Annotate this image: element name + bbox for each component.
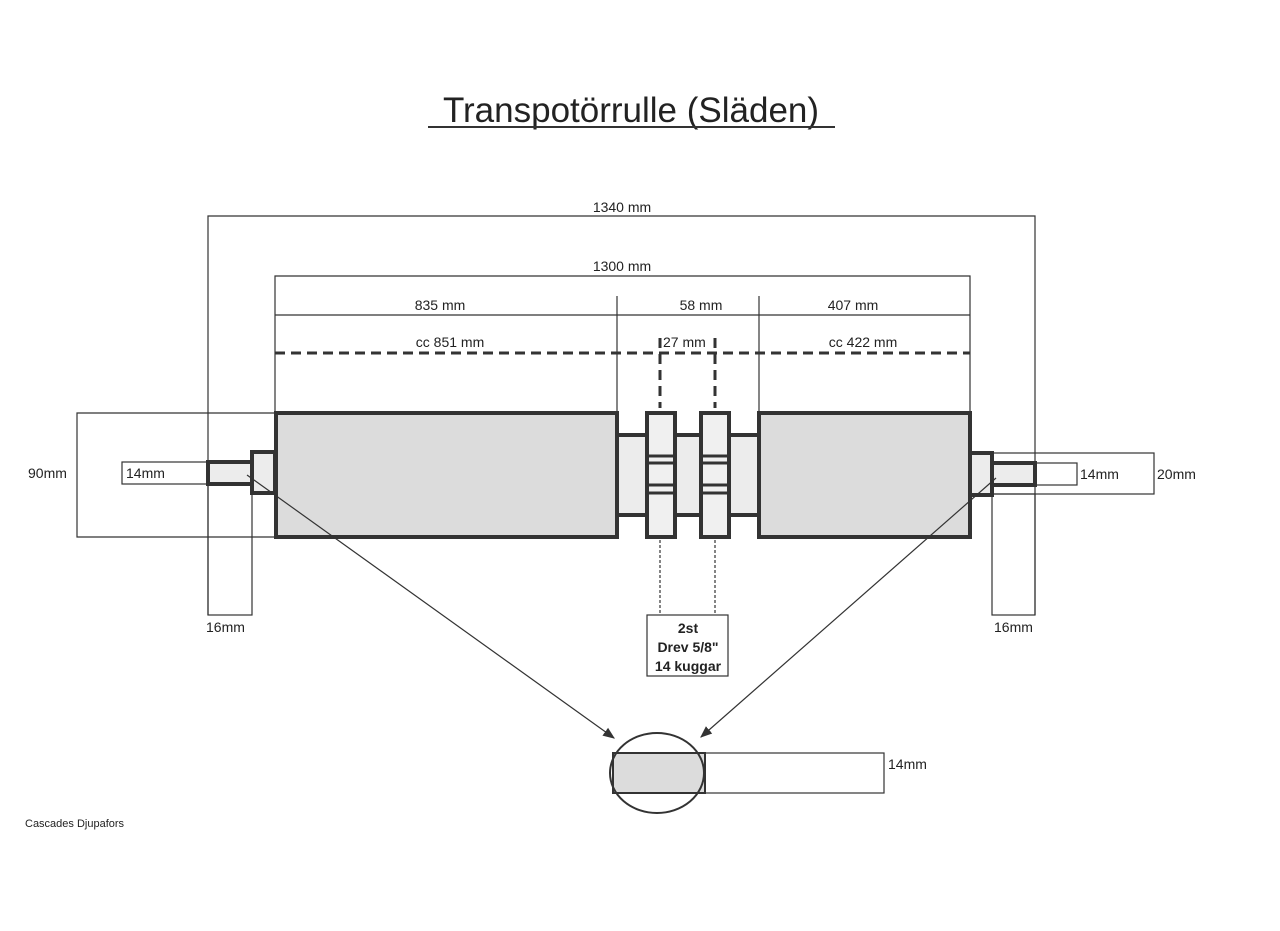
gear-note: 2st Drev 5/8" 14 kuggar <box>646 540 729 677</box>
svg-text:835 mm: 835 mm <box>415 297 466 313</box>
svg-text:16mm: 16mm <box>206 619 245 635</box>
left-shaft: 14mm 16mm <box>121 450 277 635</box>
detail-arrow-right <box>700 477 997 738</box>
footer-company: Cascades Djupafors <box>25 818 125 830</box>
svg-text:14mm: 14mm <box>1080 466 1119 482</box>
svg-text:1300 mm: 1300 mm <box>593 258 651 274</box>
shaft-detail: 14mm <box>609 732 927 814</box>
svg-text:407 mm: 407 mm <box>828 297 879 313</box>
middle-shaft <box>615 433 761 517</box>
overall-dimension: 1340 mm <box>207 199 1036 615</box>
right-shaft: 14mm 20mm 16mm <box>968 451 1196 635</box>
svg-text:Drev 5/8": Drev 5/8" <box>657 639 718 655</box>
gear-left <box>645 411 677 539</box>
svg-text:90mm: 90mm <box>28 465 67 481</box>
drawing-title: Transpotörrulle (Släden) <box>443 91 819 130</box>
svg-text:cc 422 mm: cc 422 mm <box>829 334 897 350</box>
right-roll <box>757 411 972 539</box>
roll-total-dimension: 1300 mm <box>274 258 971 412</box>
svg-text:58 mm: 58 mm <box>680 297 723 313</box>
center-distance-line: cc 851 mm 27 mm cc 422 mm <box>275 334 970 408</box>
svg-text:16mm: 16mm <box>994 619 1033 635</box>
detail-arrow-left <box>246 474 615 739</box>
diameter-dimension: 90mm <box>28 412 275 538</box>
left-roll <box>274 411 619 539</box>
gear-right <box>699 411 731 539</box>
svg-text:14mm: 14mm <box>888 756 927 772</box>
svg-text:1340 mm: 1340 mm <box>593 199 651 215</box>
svg-text:14 kuggar: 14 kuggar <box>655 658 722 674</box>
segment-dimensions: 835 mm 58 mm 407 mm <box>275 296 970 412</box>
svg-text:cc 851 mm: cc 851 mm <box>416 334 484 350</box>
svg-text:2st: 2st <box>678 620 699 636</box>
svg-text:20mm: 20mm <box>1157 466 1196 482</box>
svg-text:27 mm: 27 mm <box>663 334 706 350</box>
svg-text:14mm: 14mm <box>126 465 165 481</box>
